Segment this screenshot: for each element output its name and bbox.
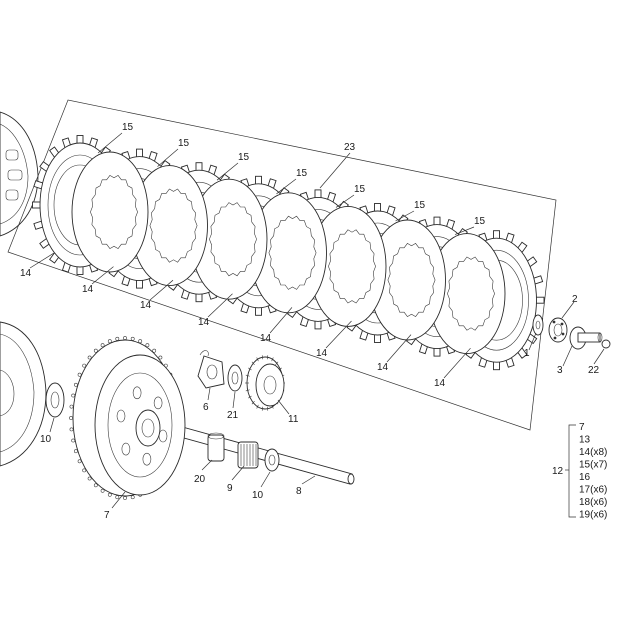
part-7-clutch-basket <box>69 336 186 500</box>
label-15: 15 <box>354 184 366 195</box>
label-21: 21 <box>227 410 239 421</box>
label-7: 7 <box>104 510 110 521</box>
part-10-washer-right <box>264 448 280 472</box>
kit-item: 7 <box>579 422 585 433</box>
kit-item: 15(x7) <box>579 460 607 471</box>
plate-callout-leaders: 14 14 14 14 14 14 14 14 15 15 15 15 15 15 15 <box>20 122 486 389</box>
plate-assembly-frame <box>7 99 557 431</box>
label-15: 15 <box>238 152 250 163</box>
label-15: 15 <box>122 122 134 133</box>
label-14: 14 <box>260 333 272 344</box>
label-11: 11 <box>288 414 299 425</box>
part-callout-leaders <box>49 301 605 509</box>
steel-plate-15 <box>428 233 506 355</box>
kit-item: 19(x6) <box>579 510 607 521</box>
label-8: 8 <box>296 486 302 497</box>
label-6: 6 <box>203 402 209 413</box>
label-22: 22 <box>588 365 600 376</box>
steel-plate-15 <box>190 178 268 300</box>
label-14: 14 <box>198 317 210 328</box>
part-21-washer <box>227 364 243 392</box>
part-9-needle-bearing <box>237 441 259 469</box>
label-14: 14 <box>82 284 94 295</box>
leader-23 <box>319 152 351 189</box>
label-20: 20 <box>194 474 206 485</box>
part-2-bearing <box>548 317 568 343</box>
kit-item: 18(x6) <box>579 497 607 508</box>
kit-item: 14(x8) <box>579 447 607 458</box>
housing-cover-partial <box>0 111 39 237</box>
label-14: 14 <box>434 378 446 389</box>
part-20-bush <box>207 432 225 462</box>
kit-number: 12 <box>552 466 564 477</box>
label-1: 1 <box>524 348 530 359</box>
label-15: 15 <box>296 168 308 179</box>
kit-item: 16 <box>579 472 591 483</box>
label-14: 14 <box>140 300 152 311</box>
label-15: 15 <box>474 216 486 227</box>
label-3: 3 <box>557 365 563 376</box>
part-3-pusher <box>569 326 603 350</box>
label-15: 15 <box>414 200 426 211</box>
kit-item: 17(x6) <box>579 485 607 496</box>
part-number-labels: 23 1 2 3 22 6 21 11 10 20 9 10 8 7 <box>40 142 600 521</box>
label-15: 15 <box>178 138 190 149</box>
label-10-right: 10 <box>252 490 264 501</box>
part-22-ball <box>601 339 611 349</box>
label-2: 2 <box>572 294 578 305</box>
label-9: 9 <box>227 483 233 494</box>
label-14: 14 <box>316 348 328 359</box>
part-11-gear <box>245 355 285 411</box>
label-14: 14 <box>377 362 389 373</box>
label-10-left: 10 <box>40 434 52 445</box>
label-14: 14 <box>20 268 32 279</box>
kit-item: 13 <box>579 435 591 446</box>
part-6-nut <box>197 350 225 389</box>
label-23: 23 <box>344 142 356 153</box>
clutch-plate-stack <box>32 135 545 371</box>
primary-gear-partial <box>0 321 47 467</box>
part-10-washer-left <box>45 382 65 418</box>
part-1-washer <box>532 314 544 336</box>
steel-plate-15 <box>71 151 149 273</box>
